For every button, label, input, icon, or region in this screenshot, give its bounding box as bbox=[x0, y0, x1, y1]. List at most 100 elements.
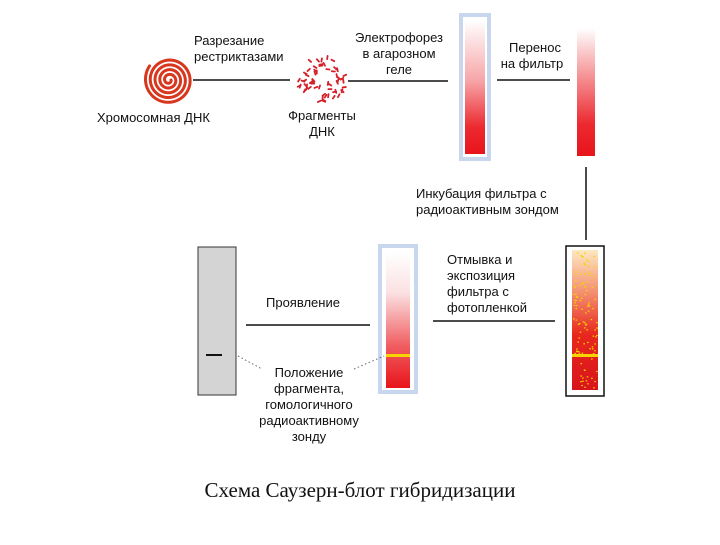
fragment-dot bbox=[334, 67, 336, 69]
speck bbox=[584, 387, 586, 388]
speck bbox=[577, 341, 579, 342]
fragment-dot bbox=[314, 72, 315, 75]
fragment-dot bbox=[314, 66, 317, 68]
speck bbox=[574, 305, 576, 306]
position-label-line2: фрагмента, bbox=[274, 381, 344, 396]
speck bbox=[587, 306, 589, 307]
speck bbox=[584, 273, 586, 274]
fragment-dot bbox=[325, 95, 327, 98]
speck bbox=[577, 252, 579, 253]
leader-left bbox=[238, 356, 262, 369]
fragment-dot bbox=[331, 60, 334, 61]
speck bbox=[579, 323, 581, 324]
speck bbox=[594, 329, 596, 330]
speck bbox=[587, 272, 589, 273]
speck bbox=[593, 276, 595, 277]
fragment-dot bbox=[329, 84, 332, 86]
fragment-dot bbox=[319, 64, 322, 65]
speck bbox=[592, 308, 594, 309]
fragment-dot bbox=[319, 85, 320, 88]
speck bbox=[586, 380, 588, 381]
transfer-label-line2: на фильтр bbox=[501, 56, 564, 71]
speck bbox=[579, 285, 581, 286]
cut-label-line1: Разрезание bbox=[194, 33, 264, 48]
fragment-dot bbox=[309, 60, 311, 62]
fragment-dot bbox=[338, 79, 339, 82]
speck bbox=[583, 283, 585, 284]
position-label-line3: гомологичного bbox=[265, 397, 352, 412]
agarose-gel bbox=[461, 15, 489, 159]
speck bbox=[574, 302, 576, 303]
speck bbox=[576, 320, 578, 321]
fragment-dot bbox=[298, 86, 301, 87]
speck bbox=[591, 319, 593, 320]
speck bbox=[584, 327, 586, 328]
speck bbox=[581, 363, 583, 364]
speck bbox=[574, 287, 576, 288]
fragment-dot bbox=[336, 74, 337, 77]
speck bbox=[588, 302, 590, 303]
speck bbox=[591, 378, 593, 379]
speck bbox=[575, 300, 577, 301]
exposure-filter bbox=[566, 246, 604, 396]
fragment-dot bbox=[308, 69, 310, 71]
speck bbox=[584, 253, 586, 254]
fragment-dot bbox=[338, 94, 340, 97]
speck bbox=[592, 348, 594, 349]
fragment-dot bbox=[322, 101, 325, 102]
speck bbox=[581, 284, 583, 285]
speck bbox=[596, 371, 598, 372]
wash-label-line3: фильтра с bbox=[447, 284, 509, 299]
speck bbox=[593, 387, 595, 388]
speck bbox=[589, 275, 591, 276]
speck bbox=[583, 321, 585, 322]
developed-film bbox=[198, 247, 236, 395]
speck bbox=[580, 381, 582, 382]
speck bbox=[582, 377, 584, 378]
dna-coil-icon bbox=[145, 60, 190, 102]
speck bbox=[581, 274, 583, 275]
fragment-dot bbox=[317, 59, 319, 61]
fragment-dot bbox=[318, 101, 321, 102]
speck bbox=[575, 308, 577, 309]
position-label-line1: Положение bbox=[275, 365, 344, 380]
speck bbox=[581, 309, 583, 310]
position-label-line4: радиоактивному bbox=[259, 413, 359, 428]
speck bbox=[576, 297, 578, 298]
speck bbox=[589, 273, 591, 274]
speck bbox=[575, 281, 577, 282]
speck bbox=[595, 266, 597, 267]
speck bbox=[594, 343, 596, 344]
cut-label-line2: рестриктазами bbox=[194, 49, 284, 64]
speck bbox=[587, 376, 589, 377]
speck bbox=[581, 256, 583, 257]
incubation-label-line1: Инкубация фильтра с bbox=[416, 186, 547, 201]
wash-label-line2: экспозиция bbox=[447, 268, 515, 283]
electro-label-line1: Электрофорез bbox=[355, 30, 443, 45]
speck bbox=[582, 256, 584, 257]
fragments-label-line1: Фрагменты bbox=[288, 108, 356, 123]
speck bbox=[573, 285, 575, 286]
wash-label-line1: Отмывка и bbox=[447, 252, 512, 267]
electro-label-line3: геле bbox=[386, 62, 412, 77]
position-label-line5: зонду bbox=[292, 429, 327, 444]
fragments-label-line2: ДНК bbox=[309, 124, 335, 139]
speck bbox=[592, 287, 594, 288]
transfer-label-line1: Перенос bbox=[509, 40, 561, 55]
speck bbox=[576, 305, 578, 306]
speck bbox=[579, 337, 581, 338]
electro-label-line2: в агарозном bbox=[362, 46, 435, 61]
speck bbox=[581, 385, 583, 386]
dna-fragments-icon bbox=[298, 56, 347, 102]
fragment-dot bbox=[303, 80, 306, 82]
exposure-band bbox=[572, 354, 598, 357]
chromosomal-dna-label: Хромосомная ДНК bbox=[97, 110, 210, 125]
speck bbox=[593, 256, 595, 257]
speck bbox=[587, 342, 589, 343]
filter-membrane bbox=[577, 28, 595, 156]
speck bbox=[584, 262, 586, 263]
develop-label: Проявление bbox=[266, 295, 340, 310]
speck bbox=[591, 358, 593, 359]
